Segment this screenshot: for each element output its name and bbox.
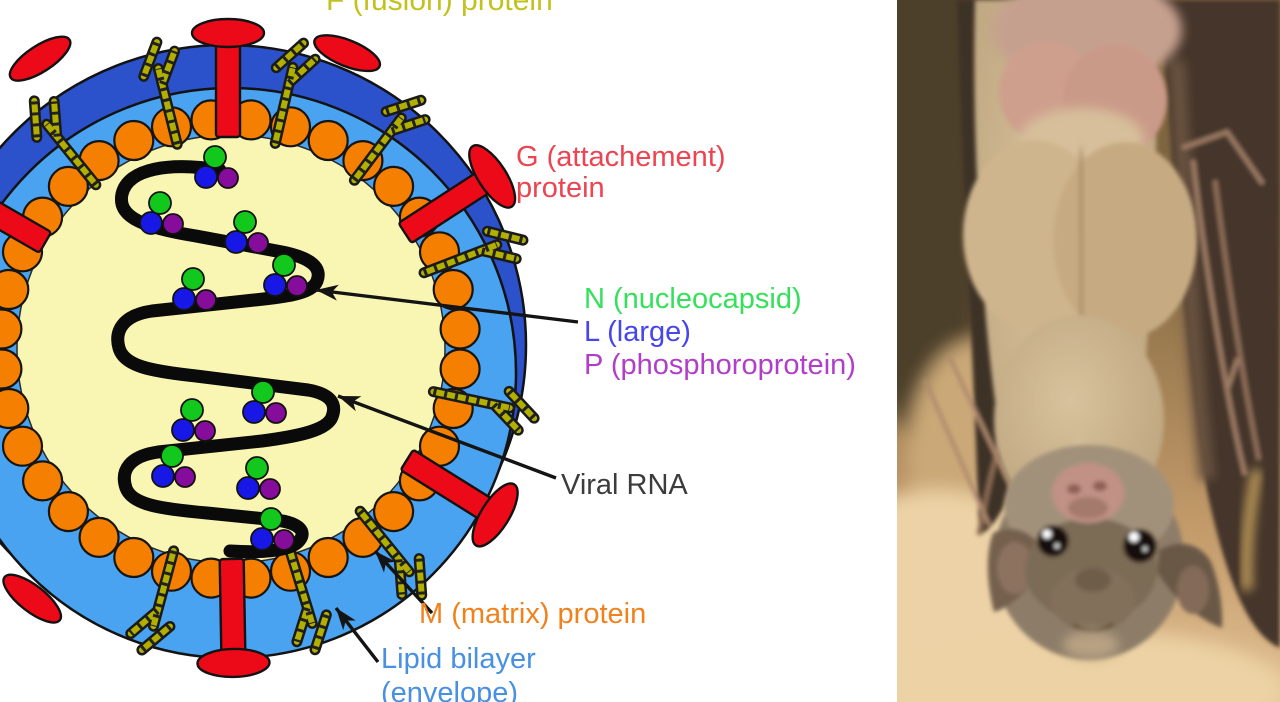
virus-diagram [0, 17, 579, 679]
bat-photo [897, 0, 1280, 702]
label-m-protein: M (matrix) protein [419, 598, 647, 630]
label-lipid-bilayer-line1: Lipid bilayer [381, 643, 536, 675]
label-viral-rna: Viral RNA [561, 469, 688, 501]
arrow-to-lipid-bilayer [334, 606, 380, 664]
bat-muzzle [1051, 568, 1135, 632]
label-g-protein-line2: protein [516, 172, 605, 204]
label-l-protein: L (large) [584, 316, 691, 348]
label-f-protein: F (fusion) protein [326, 0, 553, 17]
g-attachment-protein-spikes [0, 17, 519, 679]
bat-right-wing [1155, 0, 1280, 648]
label-n-protein: N (nucleocapsid) [584, 283, 802, 315]
label-g-protein-line1: G (attachement) [516, 141, 726, 173]
bat-mouth [1072, 622, 1114, 633]
label-p-protein: P (phosphoroprotein) [584, 349, 856, 381]
arrow-to-nlp-complex [315, 284, 579, 324]
bat-head [987, 445, 1223, 660]
bat-eye-left [1037, 525, 1069, 557]
label-lipid-bilayer-line2: (envelope) [381, 677, 519, 702]
bat-eye-right [1123, 529, 1157, 563]
nucleocapsid-complexes [139, 145, 308, 551]
f-fusion-protein-spikes [28, 36, 540, 656]
arrow-to-viral-rna [337, 394, 557, 480]
arrow-to-matrix [373, 549, 434, 615]
callout-arrows [315, 284, 579, 664]
